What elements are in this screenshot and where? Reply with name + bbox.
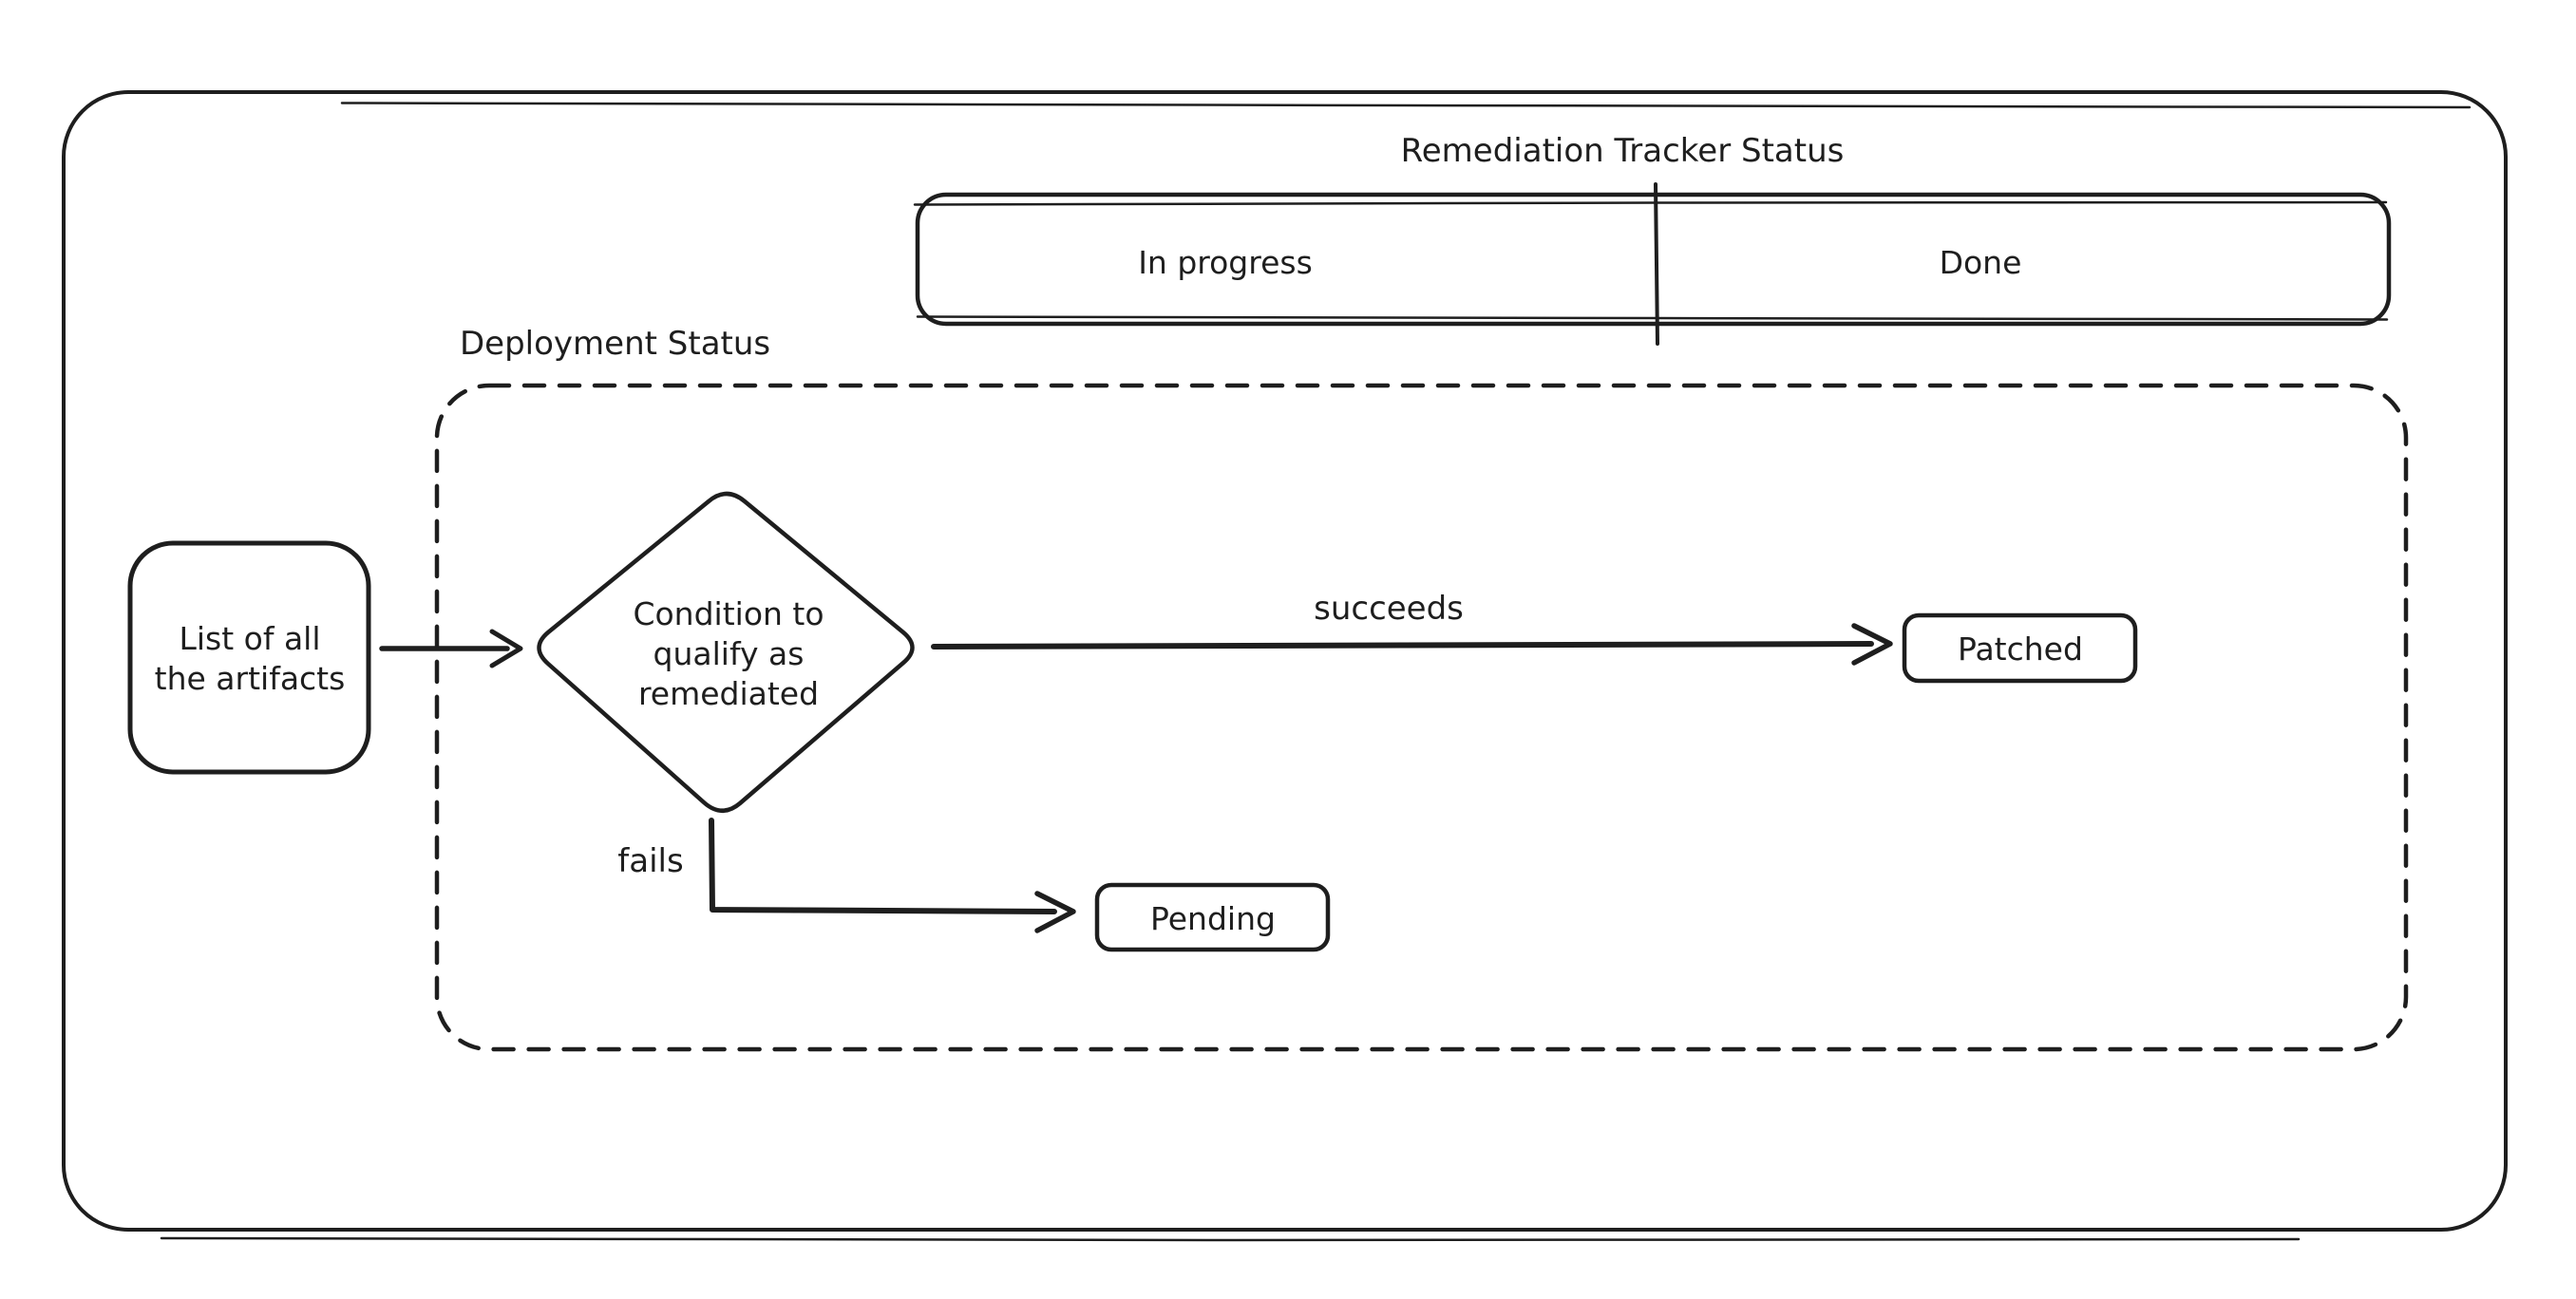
outer-frame-bottom-overdraw-line bbox=[160, 1236, 2301, 1242]
arrow-artifacts-to-decision bbox=[379, 629, 523, 668]
tracker-table-box bbox=[915, 192, 2392, 327]
decision-node-label-line3: remediated bbox=[638, 675, 819, 712]
artifacts-node: List of all the artifacts bbox=[127, 540, 371, 775]
outer-frame bbox=[62, 90, 2508, 1232]
decision-node: Condition to qualify as remediated bbox=[537, 491, 915, 813]
arrowhead-icon bbox=[489, 629, 523, 668]
artifacts-node-box bbox=[127, 540, 371, 775]
diagram-title: Remediation Tracker Status bbox=[1401, 132, 1845, 170]
outer-frame-top-overdraw-line bbox=[340, 102, 2472, 109]
arrow-shaft bbox=[709, 818, 1057, 914]
arrowhead-icon bbox=[1034, 891, 1076, 933]
deployment-status-label: Deployment Status bbox=[460, 325, 770, 363]
arrow-decision-to-patched bbox=[931, 623, 1893, 666]
decision-node-label-line1: Condition to bbox=[633, 595, 824, 632]
tracker-column-done: Done bbox=[1940, 244, 2022, 281]
tracker-column-in-progress: In progress bbox=[1138, 244, 1313, 281]
patched-node: Patched bbox=[1902, 612, 2138, 684]
decision-node-label-line2: qualify as bbox=[653, 635, 805, 672]
tracker-status-table: In progress Done bbox=[913, 182, 2392, 346]
tracker-table-bottom-overdraw-line bbox=[916, 315, 2389, 321]
pending-node-label: Pending bbox=[1150, 900, 1276, 937]
succeeds-edge-label: succeeds bbox=[1314, 590, 1464, 628]
artifacts-node-label-line1: List of all bbox=[179, 620, 320, 657]
pending-node: Pending bbox=[1094, 882, 1331, 952]
artifacts-node-label-line2: the artifacts bbox=[155, 660, 346, 697]
arrow-decision-to-pending bbox=[709, 818, 1076, 933]
patched-node-label: Patched bbox=[1958, 631, 2083, 668]
patched-node-box bbox=[1902, 612, 2138, 684]
tracker-table-top-overdraw-line bbox=[913, 200, 2388, 206]
arrow-shaft bbox=[931, 641, 1874, 650]
deployment-status-group-box bbox=[434, 383, 2409, 1052]
tracker-table-divider bbox=[1654, 182, 1659, 346]
arrowhead-icon bbox=[1851, 623, 1893, 666]
fails-edge-label: fails bbox=[617, 842, 683, 880]
pending-node-box bbox=[1094, 882, 1331, 952]
decision-node-diamond bbox=[537, 491, 915, 813]
